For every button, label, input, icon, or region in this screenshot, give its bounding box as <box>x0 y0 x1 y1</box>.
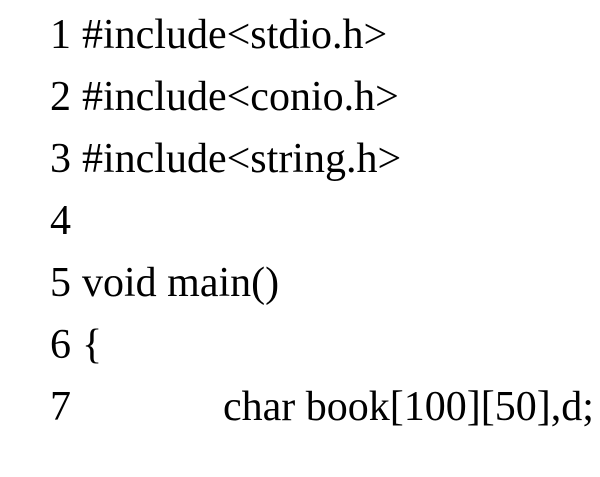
line-code: { <box>82 322 103 368</box>
code-line: 3 #include<string.h> <box>50 128 600 190</box>
line-code: void main() <box>82 260 280 306</box>
line-number: 1 <box>50 12 71 58</box>
line-code: char book[100][50],d; <box>223 384 594 430</box>
line-number: 3 <box>50 136 71 182</box>
line-number: 7 <box>50 384 71 430</box>
code-line: 2 #include<conio.h> <box>50 66 600 128</box>
line-number: 6 <box>50 322 71 368</box>
line-code: #include<conio.h> <box>82 74 399 120</box>
code-line: 5 void main() <box>50 252 600 314</box>
code-line: 7 char book[100][50],d; <box>50 376 600 438</box>
code-line: 4 <box>50 190 600 252</box>
code-line: 1 #include<stdio.h> <box>50 4 600 66</box>
line-number: 2 <box>50 74 71 120</box>
line-code: #include<stdio.h> <box>82 12 388 58</box>
line-code: #include<string.h> <box>82 136 402 182</box>
code-line: 6 { <box>50 314 600 376</box>
line-number: 5 <box>50 260 71 306</box>
line-number: 4 <box>50 198 71 244</box>
